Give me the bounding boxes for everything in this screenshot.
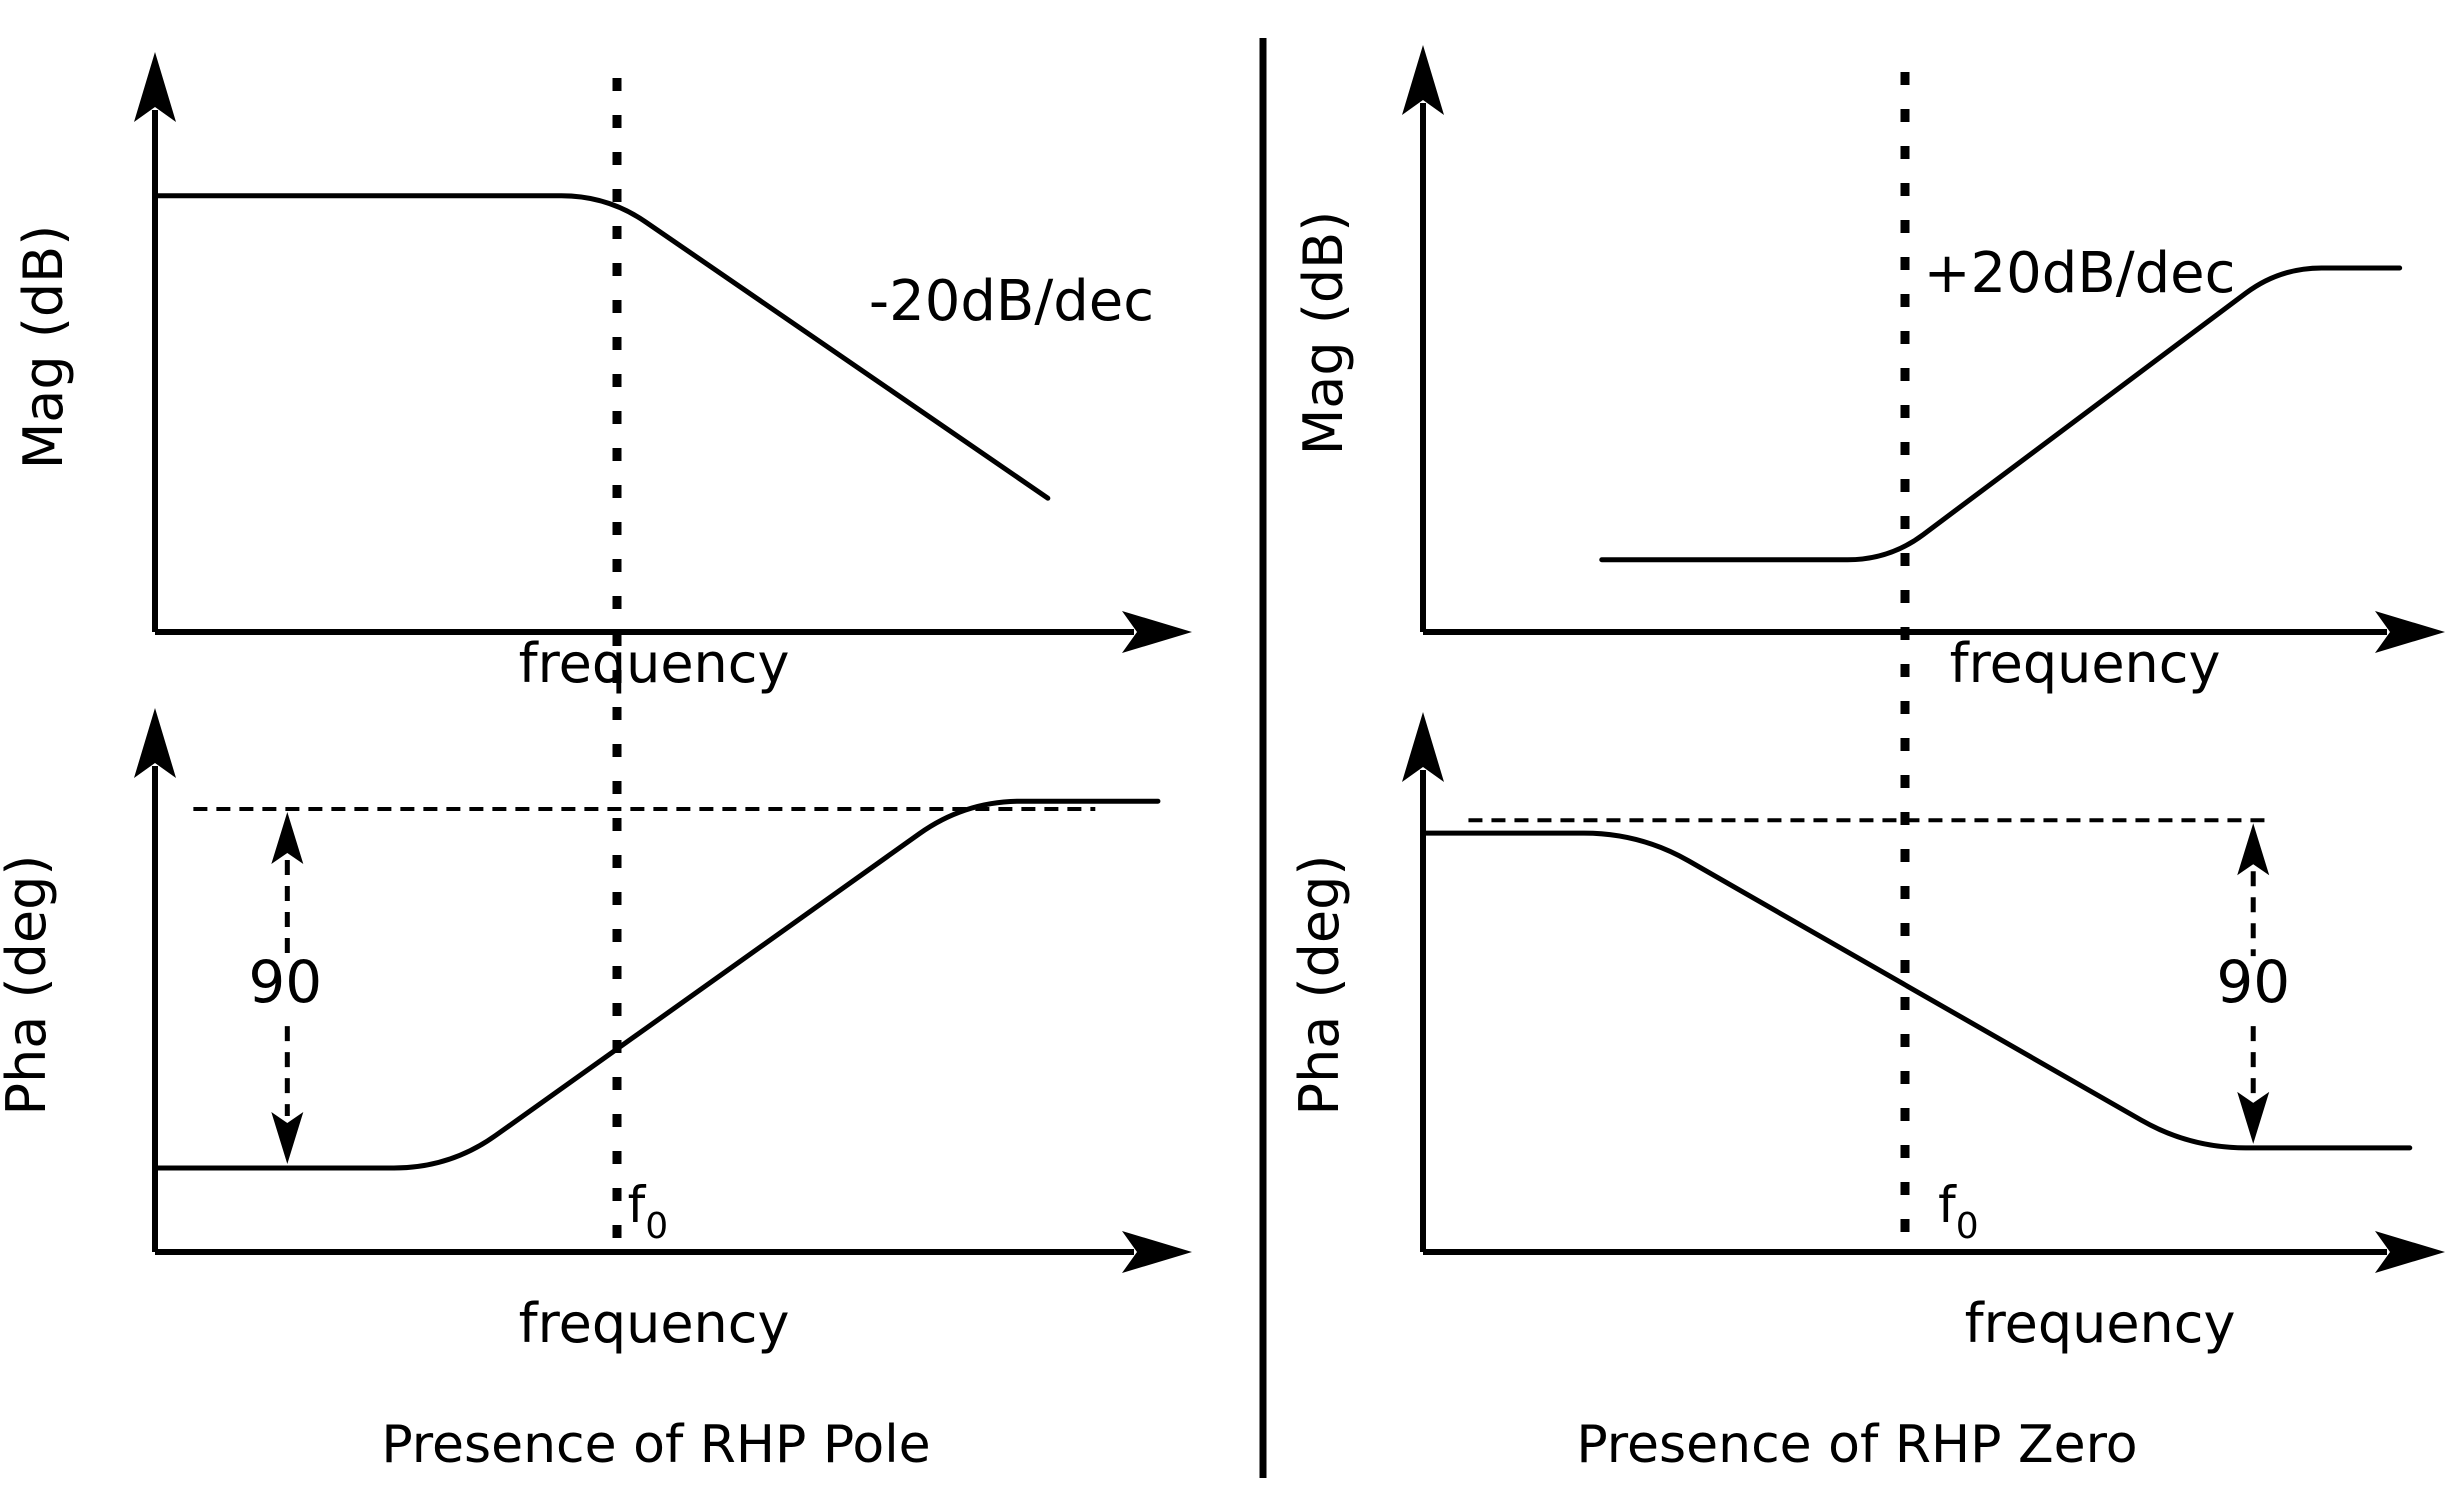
ninety-degree-double-arrow: 90	[2216, 823, 2290, 1144]
y-axis-label: Pha (deg)	[0, 855, 58, 1116]
slope-label: -20dB/dec	[869, 269, 1154, 334]
arrow-up-icon	[2237, 823, 2270, 876]
x-axis-label: frequency	[1965, 1292, 2236, 1355]
ninety-degree-double-arrow: 90	[248, 812, 322, 1164]
caption-rhp-pole: Presence of RHP Pole	[381, 1415, 930, 1475]
f0-label: f0	[1938, 1176, 1979, 1247]
magnitude-curve	[1599, 265, 2403, 563]
x-axis-arrowhead-icon	[2375, 1231, 2445, 1273]
zero-magnitude-plot: Mag (dB) frequency +20dB/dec	[1292, 45, 2445, 695]
f0-base: f	[1938, 1176, 1957, 1234]
phase-curve	[154, 798, 1161, 1171]
zero-phase-plot: Pha (deg) frequency 90 f0	[1288, 712, 2445, 1355]
x-axis-label: frequency	[519, 1292, 790, 1355]
x-axis-arrowhead-icon	[2375, 611, 2445, 653]
x-axis-label: frequency	[1950, 632, 2221, 695]
y-axis-arrowhead-icon	[134, 708, 176, 778]
arrow-up-icon	[271, 812, 304, 865]
ninety-degree-label: 90	[248, 948, 322, 1016]
slope-label: +20dB/dec	[1924, 241, 2236, 306]
x-axis-arrowhead-icon	[1122, 611, 1192, 653]
f0-label: f0	[628, 1176, 669, 1247]
arrow-down-icon	[2237, 1091, 2270, 1144]
y-axis-label: Mag (dB)	[1292, 211, 1355, 456]
arrow-down-icon	[271, 1112, 304, 1164]
x-axis-arrowhead-icon	[1122, 1231, 1192, 1273]
y-axis-label: Pha (deg)	[1288, 855, 1351, 1116]
phase-curve	[1421, 830, 2413, 1151]
ninety-degree-label: 90	[2216, 948, 2290, 1016]
caption-rhp-zero: Presence of RHP Zero	[1576, 1415, 2137, 1475]
x-axis-label: frequency	[519, 632, 790, 695]
magnitude-curve	[154, 193, 1051, 501]
pole-phase-plot: Pha (deg) frequency 90 f0	[0, 708, 1192, 1355]
pole-magnitude-plot: Mag (dB) frequency -20dB/dec	[12, 52, 1192, 695]
f0-base: f	[628, 1176, 647, 1234]
y-axis-arrowhead-icon	[1402, 45, 1444, 115]
f0-subscript: 0	[1956, 1206, 1979, 1247]
y-axis-arrowhead-icon	[134, 52, 176, 122]
y-axis-label: Mag (dB)	[12, 225, 75, 470]
f0-subscript: 0	[645, 1206, 668, 1247]
y-axis-arrowhead-icon	[1402, 712, 1444, 782]
